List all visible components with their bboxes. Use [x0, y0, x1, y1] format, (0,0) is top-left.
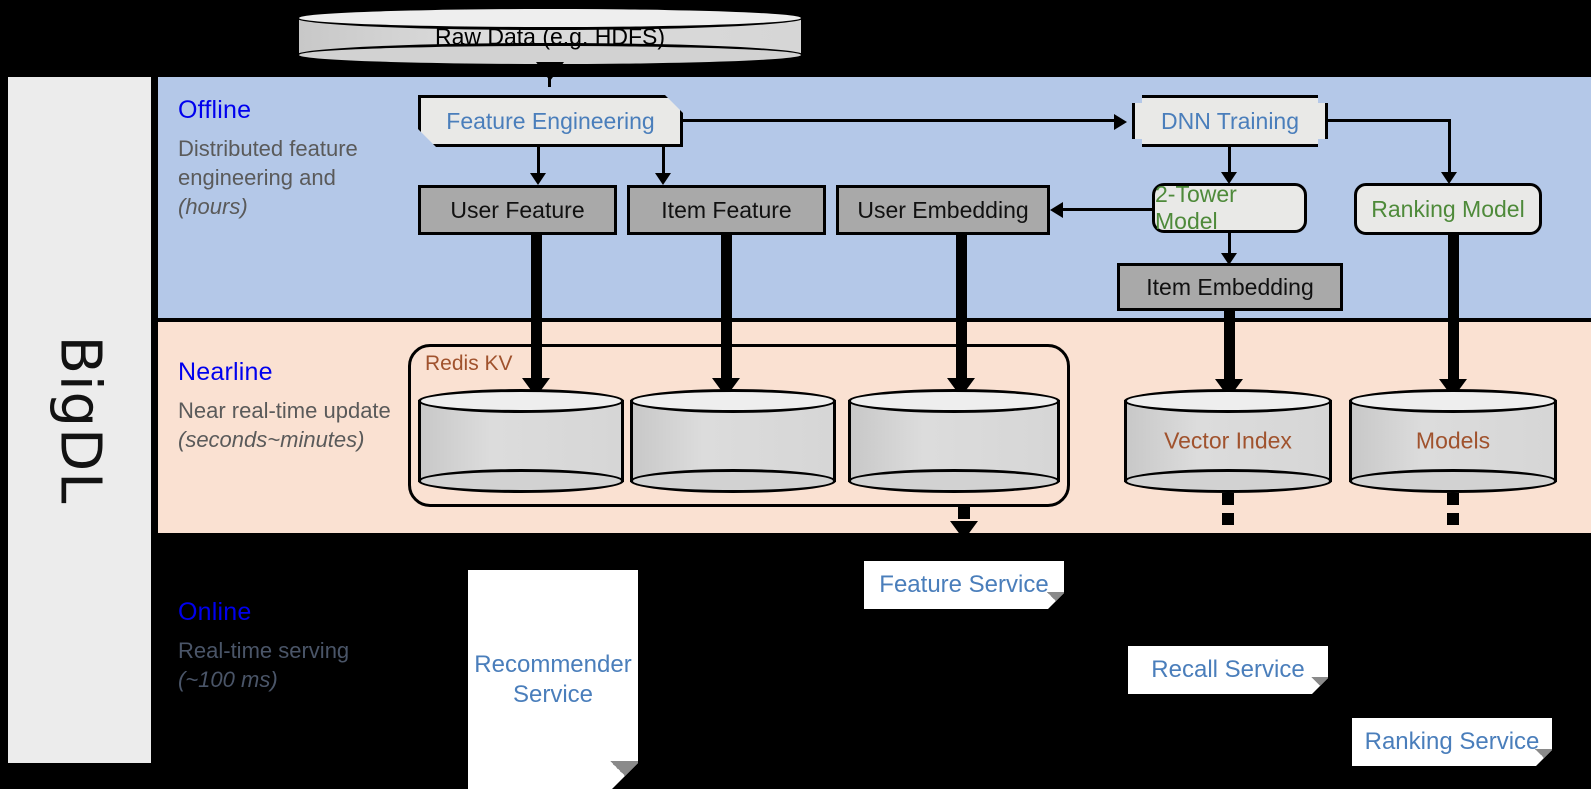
- arrowhead-dnn-ranking: [1441, 172, 1457, 184]
- cylinder-bottom: [630, 469, 836, 493]
- arrowhead-fe-itemfeature: [655, 173, 671, 185]
- redis-kv-label: Redis KV: [425, 352, 513, 375]
- connector-models-ranking-dash1: [1447, 493, 1459, 505]
- connector-rankingmodel-models: [1448, 235, 1459, 385]
- cylinder-bottom: [1124, 469, 1332, 493]
- nearline-caption: Nearline Near real-time update (seconds~…: [178, 358, 413, 454]
- item-feature-label: Item Feature: [661, 196, 792, 223]
- user-feature-label: User Feature: [450, 196, 585, 223]
- connector-dnn-twotower: [1228, 147, 1231, 177]
- cylinder-body: [1349, 400, 1557, 482]
- cylinder-top: [418, 389, 624, 413]
- online-title: Online: [178, 598, 252, 626]
- offline-desc: Distributed feature engineering and (hou…: [178, 136, 358, 220]
- user-feature-box[interactable]: User Feature: [418, 185, 617, 235]
- connector-dnn-ranking-h: [1328, 119, 1451, 122]
- item-embedding-label: Item Embedding: [1146, 273, 1314, 300]
- offline-caption: Offline Distributed feature engineering …: [178, 96, 393, 221]
- cylinder-top: [630, 389, 836, 413]
- models-cylinder[interactable]: Models: [1349, 389, 1557, 493]
- cylinder-top: [1349, 389, 1557, 413]
- raw-data-cylinder: Raw Data (e.g. HDFS): [296, 6, 804, 67]
- arrowhead-rawdata-fe: [536, 62, 564, 81]
- feature-engineering-box[interactable]: Feature Engineering: [418, 95, 683, 147]
- user-embedding-label: User Embedding: [857, 196, 1029, 223]
- recommender-service-doc[interactable]: Recommender Service: [468, 570, 638, 789]
- offline-title: Offline: [178, 96, 252, 124]
- raw-data-label: Raw Data (e.g. HDFS): [434, 23, 666, 49]
- connector-fe-itemfeature: [662, 147, 665, 177]
- arrowhead-fe-dnn: [1114, 114, 1127, 130]
- connector-userembedding-store: [956, 235, 967, 385]
- item-embedding-box[interactable]: Item Embedding: [1117, 263, 1343, 311]
- dnn-training-label: DNN Training: [1160, 107, 1300, 134]
- user-feature-store-cylinder[interactable]: [418, 389, 624, 493]
- cylinder-top: [296, 6, 804, 30]
- connector-dnn-ranking-v: [1448, 119, 1451, 177]
- ranking-service-label: Ranking Service: [1364, 728, 1540, 755]
- nearline-title: Nearline: [178, 358, 273, 386]
- ranking-service-doc[interactable]: Ranking Service: [1352, 718, 1552, 766]
- feature-service-doc[interactable]: Feature Service: [864, 561, 1064, 609]
- arrowhead-dnn-twotower: [1221, 172, 1237, 184]
- ranking-model-box[interactable]: Ranking Model: [1354, 183, 1542, 235]
- two-tower-model-label: 2-Tower Model: [1155, 181, 1237, 234]
- bigdl-label: BigDL: [47, 335, 112, 505]
- feature-engineering-label: Feature Engineering: [446, 107, 655, 134]
- redis-kv-group: [408, 344, 1070, 507]
- cylinder-bottom: [848, 469, 1060, 493]
- arrowhead-twotower-itemembedding: [1221, 253, 1237, 265]
- cylinder-bottom: [1349, 469, 1557, 493]
- recall-service-doc[interactable]: Recall Service: [1128, 646, 1328, 694]
- connector-redis-featureservice-dash: [958, 507, 970, 519]
- arrowhead-redis-featureservice: [950, 521, 978, 540]
- connector-twotower-userembedding: [1062, 208, 1154, 211]
- connector-vectorindex-recall-dash2: [1222, 513, 1234, 525]
- bigdl-sidebar: BigDL: [8, 77, 151, 763]
- cylinder-bottom: [418, 469, 624, 493]
- item-feature-store-cylinder[interactable]: [630, 389, 836, 493]
- vector-index-cylinder[interactable]: Vector Index: [1124, 389, 1332, 493]
- connector-models-ranking-dash2: [1447, 513, 1459, 525]
- online-desc: Real-time serving (~100 ms): [178, 638, 350, 693]
- online-caption: Online Real-time serving (~100 ms): [178, 598, 393, 694]
- recall-service-label: Recall Service: [1151, 656, 1305, 683]
- models-label: Models: [1415, 427, 1491, 454]
- item-feature-box[interactable]: Item Feature: [627, 185, 826, 235]
- dnn-training-box[interactable]: DNN Training: [1132, 95, 1328, 147]
- user-embedding-box[interactable]: User Embedding: [836, 185, 1050, 235]
- user-embedding-store-cylinder[interactable]: [848, 389, 1060, 493]
- cylinder-top: [1124, 389, 1332, 413]
- nearline-desc: Near real-time update (seconds~minutes): [178, 398, 391, 453]
- connector-vectorindex-recall-dash1: [1222, 493, 1234, 505]
- arrowhead-twotower-userembedding: [1050, 202, 1063, 218]
- connector-twotower-itemembedding: [1228, 233, 1231, 259]
- cylinder-top: [848, 389, 1060, 413]
- connector-itemembedding-vectorindex: [1224, 311, 1235, 386]
- arrowhead-fe-userfeature: [530, 173, 546, 185]
- vector-index-label: Vector Index: [1164, 427, 1292, 454]
- connector-userfeature-store: [531, 235, 542, 385]
- connector-fe-userfeature: [537, 147, 540, 177]
- recommender-service-label: Recommender Service: [474, 650, 632, 708]
- two-tower-model-box[interactable]: 2-Tower Model: [1152, 181, 1307, 234]
- connector-itemfeature-store: [721, 235, 732, 385]
- connector-fe-dnn: [683, 119, 1115, 122]
- feature-service-label: Feature Service: [879, 571, 1049, 598]
- ranking-model-label: Ranking Model: [1371, 195, 1525, 222]
